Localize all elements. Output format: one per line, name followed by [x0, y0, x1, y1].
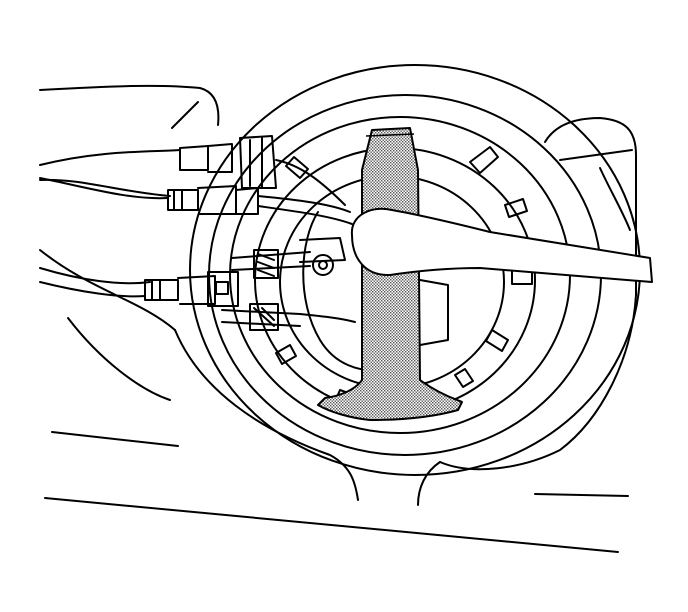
breaker-bar-handle [350, 207, 653, 283]
pump-module-top [299, 211, 449, 372]
tank-body-outline [39, 84, 637, 553]
fuel-hose-lower [39, 267, 239, 307]
fuel-hose-upper [39, 135, 346, 206]
fuel-hose-middle [39, 177, 353, 225]
electrical-connector-upper [231, 249, 311, 279]
electrical-connector-lower [221, 303, 356, 331]
